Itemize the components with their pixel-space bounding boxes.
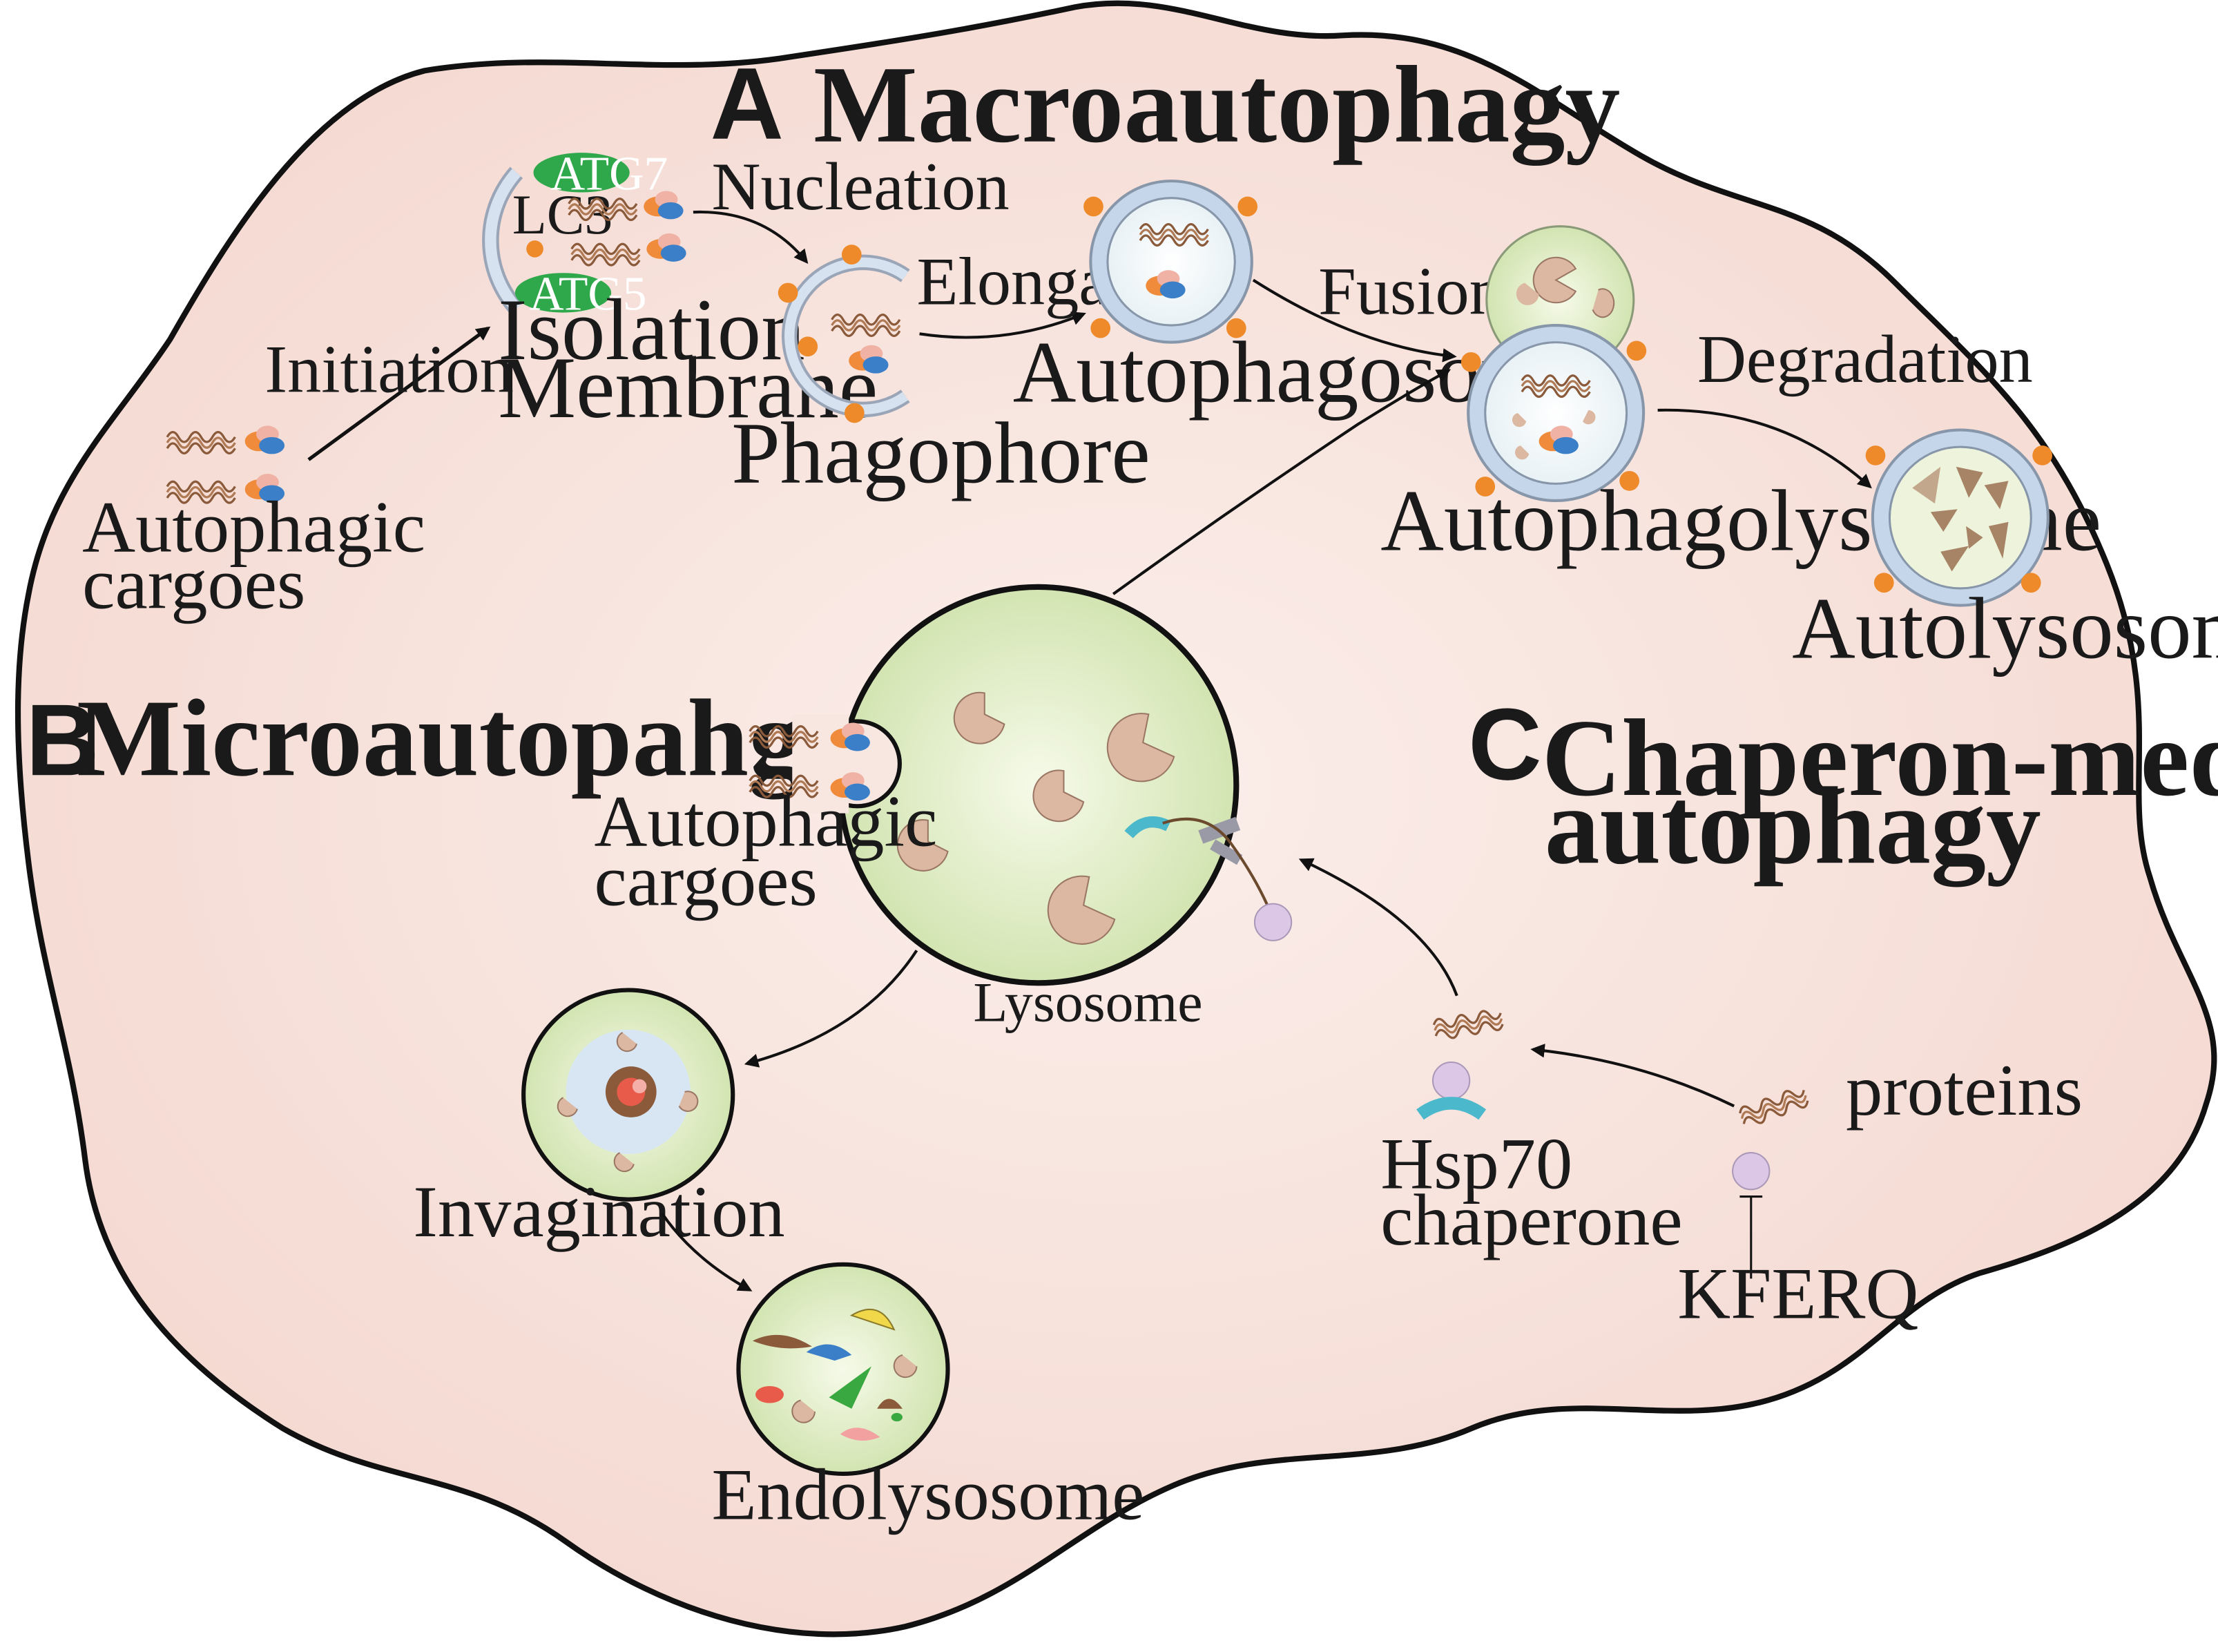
atg7-badge xyxy=(533,153,630,193)
proteins-to-hsp70-arrow xyxy=(1530,1044,1735,1108)
panel-c-title-line1: Chaperon-mediated xyxy=(1542,697,2218,819)
phagophore-label: Phagophore xyxy=(731,405,1150,501)
cargoes-b-label-2: cargoes xyxy=(595,841,818,922)
autophagosome xyxy=(1083,180,1258,344)
initiation-arrow xyxy=(307,326,491,461)
hsp70-label-1: Hsp70 xyxy=(1380,1123,1572,1204)
lc3-label: LC3 xyxy=(512,183,613,246)
isolation-label-1: Isolation xyxy=(498,282,804,378)
substrate-protein xyxy=(1732,1084,1811,1279)
endolysosome xyxy=(736,1262,950,1477)
lysosome-to-fusion-arrow xyxy=(1112,369,1452,595)
lysosome-label: Lysosome xyxy=(973,971,1202,1034)
hsp70-to-lysosome-arrow xyxy=(1298,858,1458,997)
nucleation-arrow xyxy=(693,210,809,265)
invagination-label: Invagination xyxy=(413,1171,784,1253)
kferq-label: KFERQ xyxy=(1677,1254,1918,1335)
panel-c-title-line2: autophagy xyxy=(1545,765,2041,887)
autolysosome xyxy=(1865,428,2052,607)
isolation-membrane: ATG7 ATG5 LC3 xyxy=(482,147,686,320)
nucleation-label: Nucleation xyxy=(712,149,1010,224)
proteins-label: proteins xyxy=(1846,1050,2083,1131)
panel-b-letter: B xyxy=(26,684,99,797)
svg-text:ATG5: ATG5 xyxy=(529,267,646,320)
elongation-arrow xyxy=(919,311,1086,339)
panel-a-letter: A xyxy=(710,48,783,161)
fusion-label: Fusion xyxy=(1318,254,1503,329)
autophagolysosome xyxy=(1460,225,1647,503)
to-endolysosome-arrow xyxy=(661,1212,753,1291)
atg5-badge xyxy=(514,273,612,313)
panel-b-title: Microautopahgy xyxy=(77,677,859,799)
to-invagination-arrow xyxy=(744,950,918,1068)
autolysosome-label: Autolysosome xyxy=(1792,580,2218,677)
panel-a-title: Macroautophagy xyxy=(813,44,1620,166)
hsp70-complex xyxy=(1416,1007,1505,1120)
fusion-arrow xyxy=(1252,278,1457,363)
degradation-arrow xyxy=(1657,408,1872,489)
svg-text:ATG7: ATG7 xyxy=(550,147,668,200)
initiation-label: Initiation xyxy=(264,332,513,407)
degradation-label: Degradation xyxy=(1697,322,2033,397)
phagophore xyxy=(778,244,910,423)
panel-c-letter: C xyxy=(1468,688,1541,801)
cargoes-a-label-1: Autophagic xyxy=(82,487,425,568)
endolysosome-label: Endolysosome xyxy=(712,1454,1145,1535)
cargoes-a-label-2: cargoes xyxy=(82,544,305,625)
cargoes-b-label-1: Autophagic xyxy=(595,781,938,863)
hsp70-label-2: chaperone xyxy=(1380,1180,1682,1261)
invagination xyxy=(521,988,735,1202)
